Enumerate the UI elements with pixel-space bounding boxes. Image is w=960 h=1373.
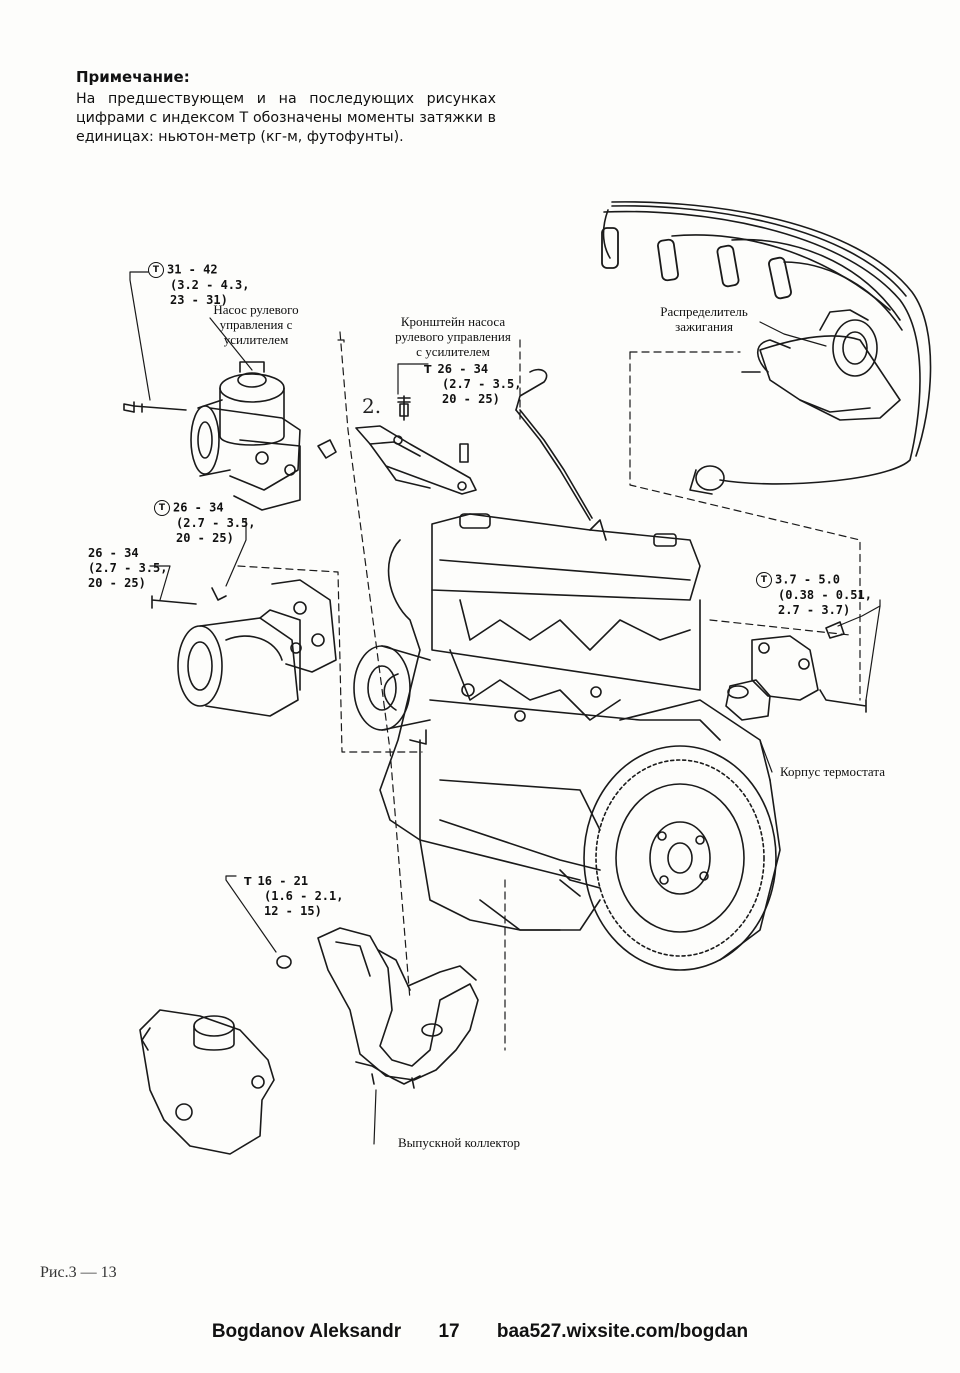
thermostat-housing (726, 622, 866, 720)
dashed-guide-lines (238, 332, 860, 1050)
note-block: Примечание: На предшествующем и на после… (76, 68, 496, 147)
power-steering-pump (124, 362, 336, 510)
leader-lines (130, 272, 880, 1144)
exhaust-manifold (277, 928, 478, 1088)
note-heading: Примечание: (76, 68, 190, 86)
footer-website: baa527.wixsite.com/bogdan (496, 1321, 749, 1342)
torque-icon: T (154, 500, 170, 516)
figure-caption: Рис.3 — 13 (40, 1264, 117, 1281)
torque-icon: T (756, 572, 772, 588)
vacuum-pump (152, 580, 336, 716)
footer-page-number: 17 (438, 1321, 460, 1342)
torque-icon: T (424, 363, 432, 376)
label-distributor: Распределитель зажигания (660, 304, 748, 334)
note-text: На предшествующем и на последующих рисун… (76, 91, 496, 145)
ignition-wires-distributor (602, 202, 931, 494)
handwritten-mark: 2. (362, 394, 382, 418)
footer-author: Bogdanov Aleksandr (211, 1321, 402, 1342)
page-footer: Bogdanov Aleksandr 17 baa527.wixsite.com… (0, 1321, 960, 1343)
label-exhaust-manifold: Выпускной коллектор (398, 1135, 520, 1150)
torque-icon: T (244, 875, 252, 888)
water-outlet (140, 1010, 274, 1154)
engine-block (354, 514, 720, 930)
pump-bracket (356, 396, 476, 494)
label-thermostat-housing: Корпус термостата (780, 764, 885, 779)
torque-vacuum-pump-lower: 26 - 34 (2.7 - 3.5, 20 - 25) (88, 546, 168, 590)
label-pump-bracket: Кронштейн насоса рулевого управления с у… (395, 314, 511, 359)
flywheel (584, 700, 780, 970)
torque-icon: T (148, 262, 164, 278)
label-power-steering-pump: Насос рулевого управления с усилителем (213, 302, 299, 347)
oil-dipstick (516, 370, 592, 520)
